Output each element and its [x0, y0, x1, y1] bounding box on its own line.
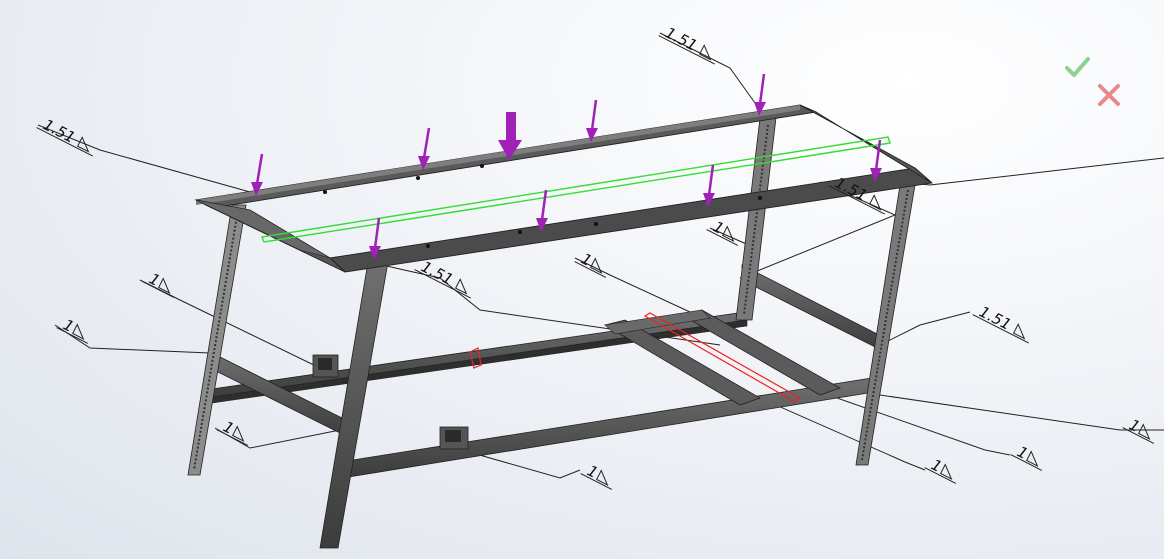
- svg-text:1: 1: [584, 462, 601, 482]
- load-arrow: [418, 127, 431, 170]
- weld-annotation: 1: [1010, 443, 1043, 471]
- svg-text:1: 1: [1126, 416, 1143, 436]
- load-arrow: [754, 73, 766, 116]
- cancel-button[interactable]: [1094, 80, 1124, 110]
- weld-leader-lines: [37, 32, 1164, 479]
- weld-annotation: 1: [580, 462, 613, 490]
- load-arrow: [536, 189, 548, 232]
- weld-annotation: 1: [574, 250, 607, 278]
- check-icon: [1065, 57, 1090, 77]
- load-arrow: [369, 217, 381, 260]
- weld-annotation: 1.51: [36, 116, 93, 157]
- legs[interactable]: [187, 117, 916, 549]
- svg-text:1: 1: [928, 456, 945, 476]
- weld-annotation: 1: [706, 218, 739, 246]
- svg-text:1: 1: [60, 316, 77, 336]
- weld-annotation: 1: [142, 270, 175, 298]
- load-arrow: [703, 164, 715, 207]
- weld-annotation: 1.51: [414, 258, 471, 299]
- weld-annotation: 1: [924, 456, 957, 484]
- lower-frame[interactable]: [204, 264, 886, 479]
- close-icon: [1098, 84, 1120, 106]
- weld-annotation: 1: [56, 316, 89, 344]
- load-arrow: [251, 153, 264, 196]
- svg-text:1.51: 1.51: [976, 303, 1014, 334]
- svg-text:1: 1: [1014, 443, 1031, 463]
- highlighted-face[interactable]: [469, 312, 802, 403]
- load-arrow: [870, 139, 882, 182]
- confirmation-corner: [1060, 52, 1130, 112]
- selected-edge[interactable]: [261, 136, 891, 243]
- weld-annotation: 1.51: [972, 303, 1029, 344]
- ok-button[interactable]: [1062, 52, 1092, 82]
- load-arrows[interactable]: [251, 73, 882, 260]
- weld-annotation: 1: [1122, 416, 1155, 444]
- load-arrow-main: [498, 112, 522, 160]
- weld-annotation: 1: [216, 418, 249, 446]
- svg-text:1.51: 1.51: [40, 116, 78, 147]
- svg-text:1: 1: [220, 418, 237, 438]
- svg-text:1.51: 1.51: [418, 258, 456, 289]
- load-arrow: [586, 99, 598, 142]
- svg-text:1: 1: [146, 270, 163, 290]
- top-frame[interactable]: [194, 104, 934, 273]
